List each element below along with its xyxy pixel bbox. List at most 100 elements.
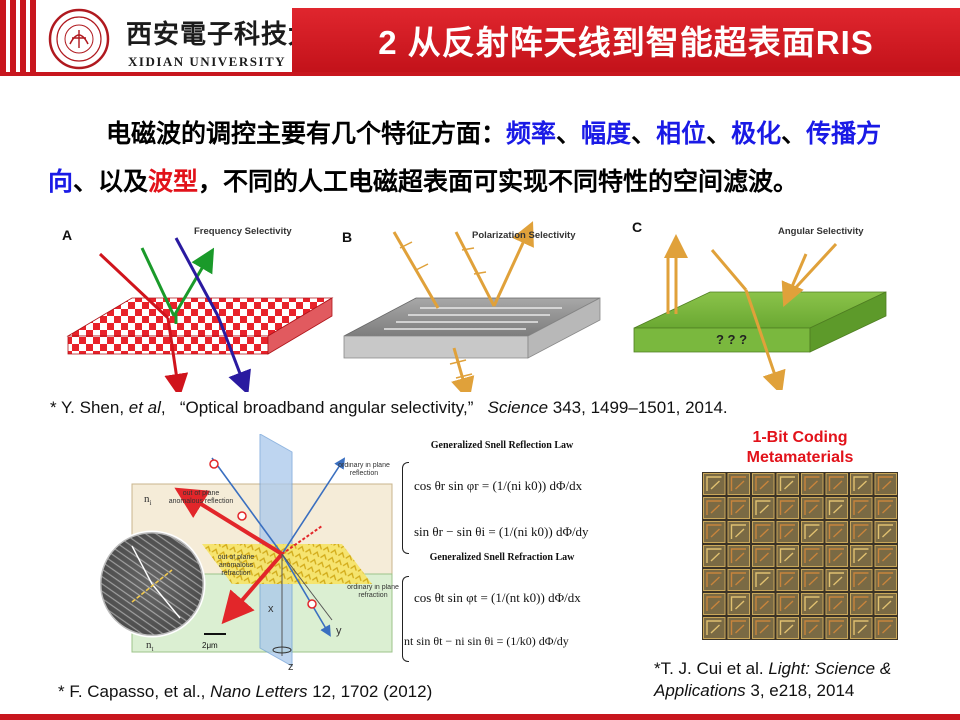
- coding-unit-cell: [850, 497, 873, 519]
- coding-unit-cell: [752, 497, 775, 519]
- coding-title: 1-Bit Coding Metamaterials: [700, 428, 900, 468]
- figure-generalized-snell: 2μm z y x ni nt out of plane anomalous r…: [92, 434, 402, 674]
- snell-label-oop-refraction: out of plane anomalous refraction: [217, 554, 255, 577]
- coding-unit-cell: [776, 497, 799, 519]
- coding-unit-cell: [776, 617, 799, 639]
- snell-scale-label: 2μm: [202, 641, 218, 650]
- intro-sep: 、以及: [73, 168, 149, 196]
- coding-unit-cell: [874, 545, 897, 567]
- coding-unit-cell: [703, 545, 726, 567]
- eq-refraction-2: nt sin θt − ni sin θi = (1/k0) dΦ/dy: [404, 634, 569, 648]
- snell-axis-y: y: [336, 625, 342, 637]
- intro-propagation: 传播方向: [48, 120, 882, 196]
- coding-unit-cell: [752, 521, 775, 543]
- eq-reflection-2: sin θr − sin θi = (1/(ni k0)) dΦ/dy: [414, 524, 589, 539]
- coding-unit-cell: [776, 473, 799, 495]
- caption-cui-journal-line2: Applications: [654, 681, 746, 700]
- university-name-en: XIDIAN UNIVERSITY: [128, 54, 287, 69]
- snell-label-ordinary-reflection: ordinary in plane reflection: [338, 462, 390, 477]
- intro-tail: ，不同的人工电磁超表面可实现不同特性的空间滤波。: [198, 168, 799, 196]
- figure-angular-selectivity: C Angular Selectivity ? ? ?: [628, 216, 904, 390]
- caption-shen-journal: Science: [487, 398, 549, 417]
- coding-unit-cell: [850, 473, 873, 495]
- slide-title-bar: 2 从反射阵天线到智能超表面RIS: [292, 8, 960, 72]
- coding-unit-cell: [703, 473, 726, 495]
- intro-lead: 电磁波的调控主要有几个特征方面：: [106, 120, 507, 148]
- intro-phase: 相位: [656, 120, 707, 148]
- eq-reflection-1: cos θr sin φr = (1/(ni k0)) dΦ/dx: [414, 478, 583, 493]
- coding-title-line1: 1-Bit Coding: [752, 429, 848, 446]
- coding-metamaterial-grid: [702, 472, 898, 640]
- coding-unit-cell: [850, 617, 873, 639]
- coding-unit-cell: [752, 569, 775, 591]
- figure-b-letter: B: [342, 229, 352, 245]
- snell-n-i: ni: [144, 493, 152, 507]
- coding-unit-cell: [825, 569, 848, 591]
- caption-cui-prefix: *T. J. Cui et al.: [654, 659, 769, 678]
- intro-waveform: 波型: [148, 168, 199, 196]
- coding-unit-cell: [752, 617, 775, 639]
- intro-frequency: 频率: [506, 120, 557, 148]
- coding-unit-cell: [727, 569, 750, 591]
- snell-label-oop-reflection: out of plane anomalous reflection: [168, 490, 234, 505]
- caption-capasso-rest: 12, 1702 (2012): [307, 682, 433, 701]
- figure-frequency-selectivity: A Frequency Selectivity: [58, 218, 334, 392]
- caption-shen-rest: 343, 1499–1501, 2014.: [548, 398, 728, 417]
- intro-paragraph: 电磁波的调控主要有几个特征方面：频率、幅度、相位、极化、传播方向、以及波型，不同…: [48, 110, 928, 206]
- coding-unit-cell: [752, 593, 775, 615]
- eq-refraction-1: cos θt sin φt = (1/(nt k0)) dΦ/dx: [414, 590, 581, 605]
- coding-unit-cell: [850, 593, 873, 615]
- caption-shen-etal: et al: [128, 398, 161, 417]
- eq-head-refraction: Generalized Snell Refraction Law: [429, 552, 575, 563]
- caption-cui-journal-line1: Light: Science &: [768, 659, 892, 678]
- coding-unit-cell: [727, 497, 750, 519]
- eq-brace-reflection: [402, 462, 409, 554]
- eq-head-reflection: Generalized Snell Reflection Law: [430, 440, 574, 451]
- caption-shen: * Y. Shen, et al, “Optical broadband ang…: [50, 398, 728, 418]
- coding-unit-cell: [801, 545, 824, 567]
- coding-unit-cell: [752, 473, 775, 495]
- caption-cui-rest: 3, e218, 2014: [745, 681, 855, 700]
- coding-unit-cell: [825, 521, 848, 543]
- intro-sep: 、: [556, 120, 582, 148]
- coding-unit-cell: [825, 545, 848, 567]
- coding-unit-cell: [703, 569, 726, 591]
- coding-unit-cell: [727, 545, 750, 567]
- figure-a-letter: A: [62, 227, 72, 243]
- coding-unit-cell: [874, 521, 897, 543]
- intro-sep: 、: [631, 120, 657, 148]
- coding-unit-cell: [703, 593, 726, 615]
- coding-unit-cell: [874, 617, 897, 639]
- coding-unit-cell: [801, 521, 824, 543]
- coding-unit-cell: [703, 521, 726, 543]
- figure-a-label: Frequency Selectivity: [194, 226, 292, 237]
- intro-polarization: 极化: [731, 120, 782, 148]
- coding-unit-cell: [874, 593, 897, 615]
- figure-c-letter: C: [632, 219, 642, 235]
- coding-unit-cell: [801, 593, 824, 615]
- coding-unit-cell: [801, 473, 824, 495]
- intro-sep: 、: [781, 120, 807, 148]
- caption-capasso-journal: Nano Letters: [210, 682, 308, 701]
- slide-title: 2 从反射阵天线到智能超表面RIS: [378, 24, 874, 61]
- coding-unit-cell: [727, 593, 750, 615]
- coding-title-line2: Metamaterials: [746, 449, 854, 466]
- coding-unit-cell: [850, 569, 873, 591]
- figure-c-label: Angular Selectivity: [778, 226, 864, 237]
- eq-brace-refraction: [402, 576, 409, 662]
- coding-unit-cell: [825, 593, 848, 615]
- coding-unit-cell: [874, 473, 897, 495]
- snell-axis-z: z: [288, 661, 294, 673]
- coding-unit-cell: [776, 545, 799, 567]
- coding-unit-cell: [776, 593, 799, 615]
- coding-unit-cell: [874, 569, 897, 591]
- coding-unit-cell: [752, 545, 775, 567]
- footer-divider: [0, 714, 960, 720]
- coding-unit-cell: [727, 617, 750, 639]
- coding-unit-cell: [825, 617, 848, 639]
- figure-c-question-marks: ? ? ?: [716, 332, 747, 347]
- header-stripes: [0, 0, 40, 72]
- caption-cui: *T. J. Cui et al. Light: Science & Appli…: [654, 658, 891, 702]
- coding-unit-cell: [703, 617, 726, 639]
- header-divider: [0, 72, 960, 76]
